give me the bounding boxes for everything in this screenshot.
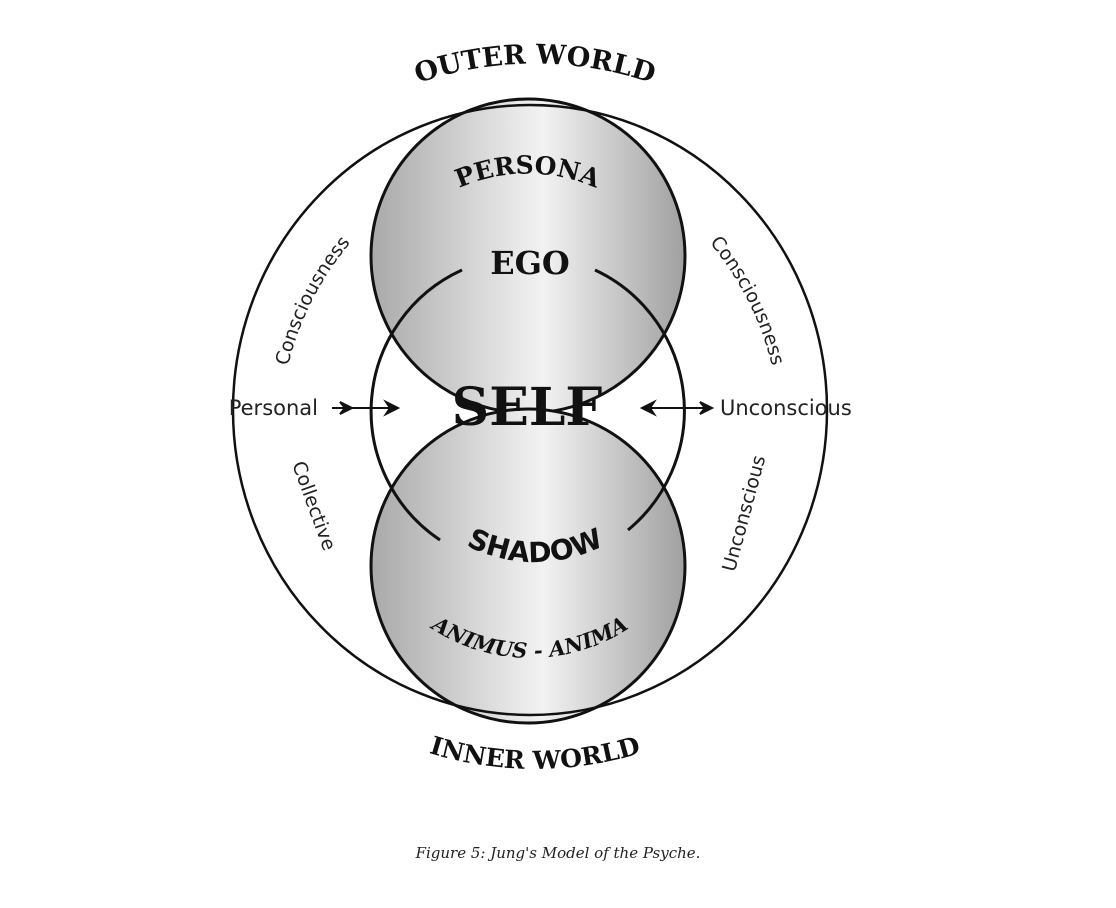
figure-caption: Figure 5: Jung's Model of the Psyche. bbox=[415, 844, 701, 862]
left-consciousness-label: Consciousness bbox=[271, 232, 354, 368]
unconscious-label: Unconscious bbox=[720, 396, 852, 420]
lower-sphere bbox=[369, 407, 687, 725]
self-circle-right bbox=[594, 268, 686, 532]
left-collective-label: Collective bbox=[287, 458, 340, 553]
left-arrows bbox=[332, 399, 401, 417]
inner-world-label: INNER WORLD bbox=[427, 731, 643, 775]
self-circle-left bbox=[369, 268, 463, 542]
right-arrows bbox=[639, 399, 715, 417]
right-unconscious-lower-label: Unconscious bbox=[718, 453, 770, 574]
right-consciousness-label: Consciousness bbox=[706, 232, 789, 368]
ego-label: EGO bbox=[490, 244, 570, 282]
self-label: SELF bbox=[452, 377, 603, 438]
outer-world-label: OUTER WORLD bbox=[411, 39, 659, 89]
outer-world-ellipse bbox=[231, 103, 829, 717]
personal-label: Personal bbox=[229, 396, 318, 420]
